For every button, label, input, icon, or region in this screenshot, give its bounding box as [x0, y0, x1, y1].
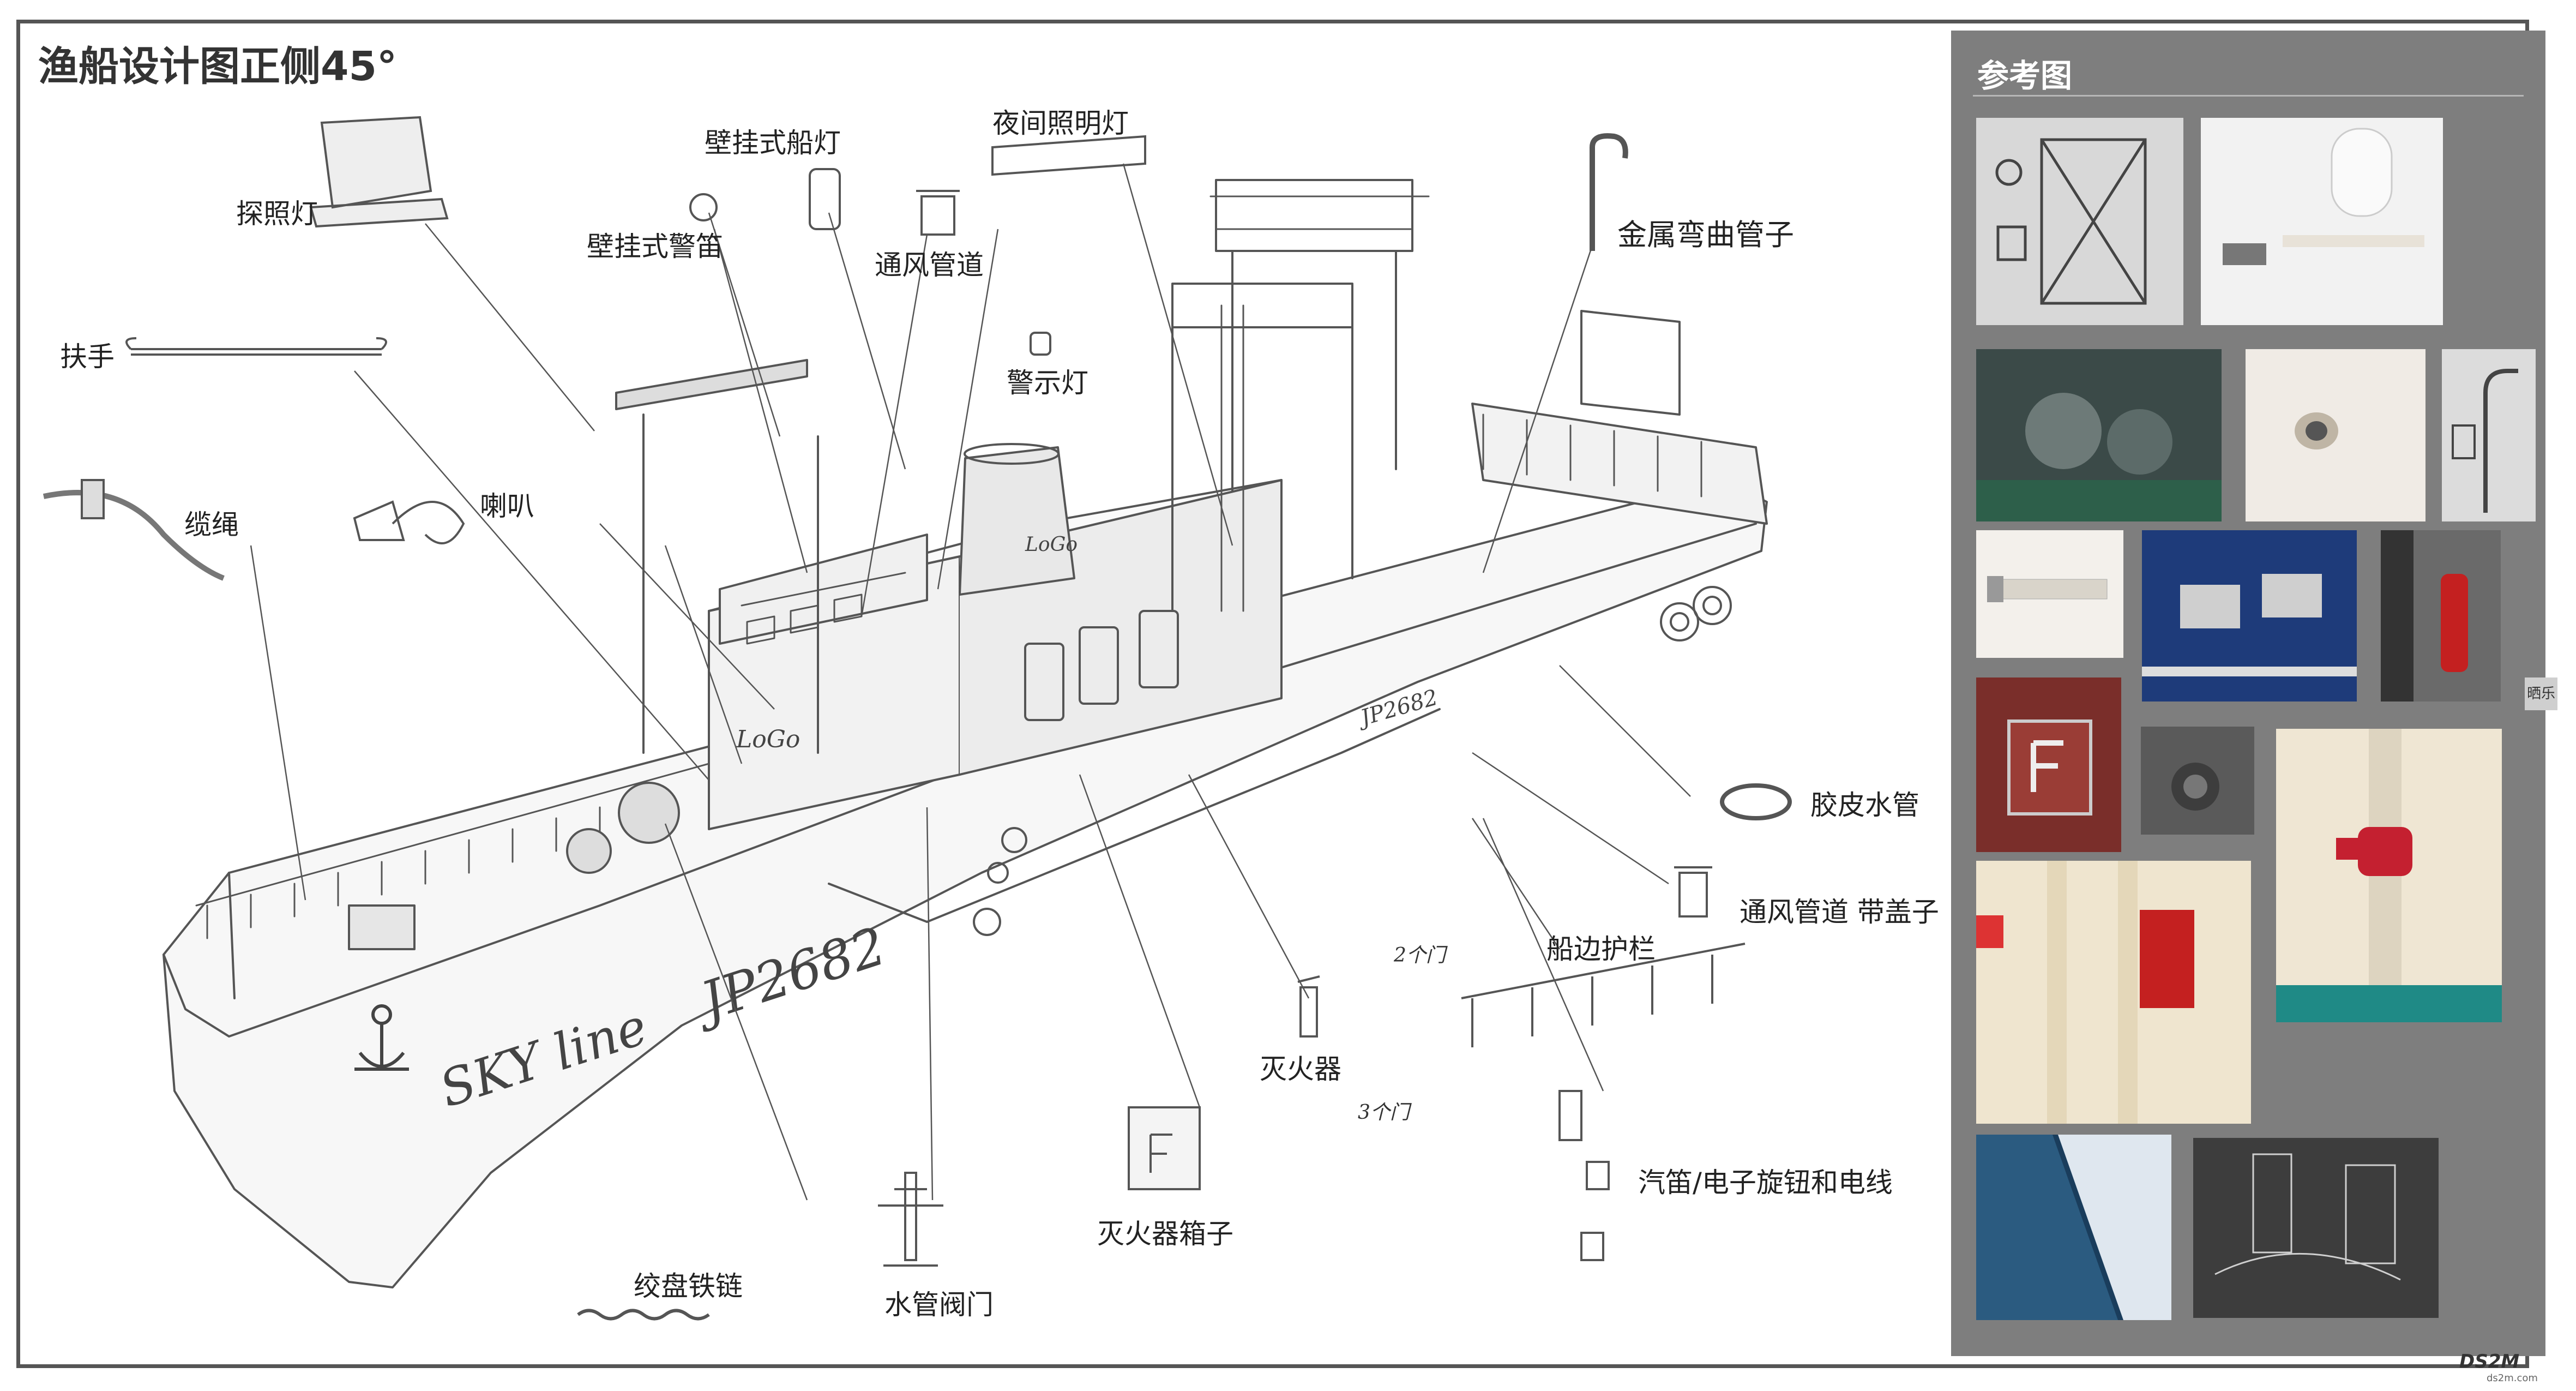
reference-divider [1973, 95, 2524, 97]
reference-title: 参考图 [1977, 57, 2073, 94]
warning-light-icon [1030, 332, 1051, 356]
searchlight-icon [309, 116, 449, 228]
label-water-valve: 水管阀门 [884, 1289, 994, 1321]
watermark-logo: DS2M [2459, 1351, 2520, 1372]
handrail-icon [125, 337, 387, 356]
label-whistle: 汽笛/电子旋钮和电线 [1638, 1167, 1893, 1198]
ship-sketch: SKY line JP2682 LoGo LoGo JP2682 [43, 116, 1792, 1321]
ref-photo-floodlights[interactable] [2142, 530, 2357, 702]
siren-icon [689, 193, 718, 221]
note-three-doors: 3个门 [1358, 1101, 1410, 1124]
label-wall-siren: 壁挂式警笛 [587, 231, 723, 262]
vent-cap-icon [1674, 866, 1712, 918]
ref-photo-engine-room[interactable] [1976, 349, 2222, 521]
wall-lamp-icon [809, 168, 841, 230]
ref-photo-extinguisher[interactable] [2381, 530, 2501, 702]
ref-photo-blue-corridor[interactable] [1976, 1135, 2171, 1320]
valve-icon [878, 1172, 943, 1267]
watermark-url: ds2m.com [2487, 1372, 2538, 1384]
ref-photo-wall-speaker[interactable] [2246, 349, 2425, 521]
side-tab[interactable]: 晒乐 [2525, 677, 2557, 710]
extinguisher-box-icon [1128, 1106, 1201, 1190]
label-winch-chain: 绞盘铁链 [634, 1270, 743, 1302]
page-title: 渔船设计图正侧45° [38, 43, 397, 90]
label-hose: 胶皮水管 [1810, 789, 1919, 821]
horn-icon [353, 500, 465, 544]
ref-photo-wireframe-machinery[interactable] [2193, 1138, 2439, 1318]
extinguisher-icon [1297, 975, 1320, 1038]
label-vent-pipe: 通风管道 [875, 249, 984, 281]
label-night-light: 夜间照明灯 [992, 107, 1129, 139]
ref-photo-vent-grille[interactable] [2141, 727, 2254, 835]
anchor-icon [354, 1004, 409, 1071]
label-warning-light: 警示灯 [1007, 367, 1088, 399]
label-wall-ship-lamp: 壁挂式船灯 [705, 127, 841, 159]
label-searchlight: 探照灯 [236, 198, 318, 230]
label-extinguisher: 灭火器 [1260, 1053, 1341, 1085]
label-extinguisher-box: 灭火器箱子 [1097, 1218, 1233, 1250]
whistle-icon [1558, 1090, 1610, 1261]
label-handrail: 扶手 [60, 341, 115, 373]
label-horn: 喇叭 [480, 490, 534, 522]
label-metal-pipe: 金属弯曲管子 [1617, 218, 1794, 252]
ref-photo-wireframe-panel[interactable] [1976, 118, 2183, 325]
label-railing: 船边护栏 [1546, 933, 1656, 965]
vent-icon [916, 190, 960, 236]
note-two-doors: 2个门 [1394, 944, 1446, 967]
ref-photo-f-box[interactable] [1976, 677, 2121, 852]
railing-icon [1461, 943, 1746, 1047]
ref-photo-wireframe-pipe[interactable] [2442, 349, 2536, 521]
chain-icon [577, 1309, 710, 1321]
reference-panel: 参考图 [1951, 31, 2545, 1356]
cabin-logo-text: LoGo [736, 726, 800, 753]
label-vent-cap: 通风管道 带盖子 [1740, 896, 1939, 928]
ref-photo-red-valve[interactable] [2276, 729, 2502, 1022]
metal-pipe-icon [1590, 133, 1628, 251]
night-light-icon [991, 135, 1146, 176]
ref-photo-cream-wall-pipes[interactable] [1976, 861, 2251, 1124]
ref-photo-tube-light[interactable] [1976, 530, 2123, 658]
label-cable-rope: 缆绳 [184, 509, 239, 541]
funnel [959, 446, 1075, 596]
hose-icon [1720, 783, 1792, 820]
ref-photo-white-horn[interactable] [2201, 118, 2443, 325]
funnel-logo-text: LoGo [1025, 533, 1078, 556]
